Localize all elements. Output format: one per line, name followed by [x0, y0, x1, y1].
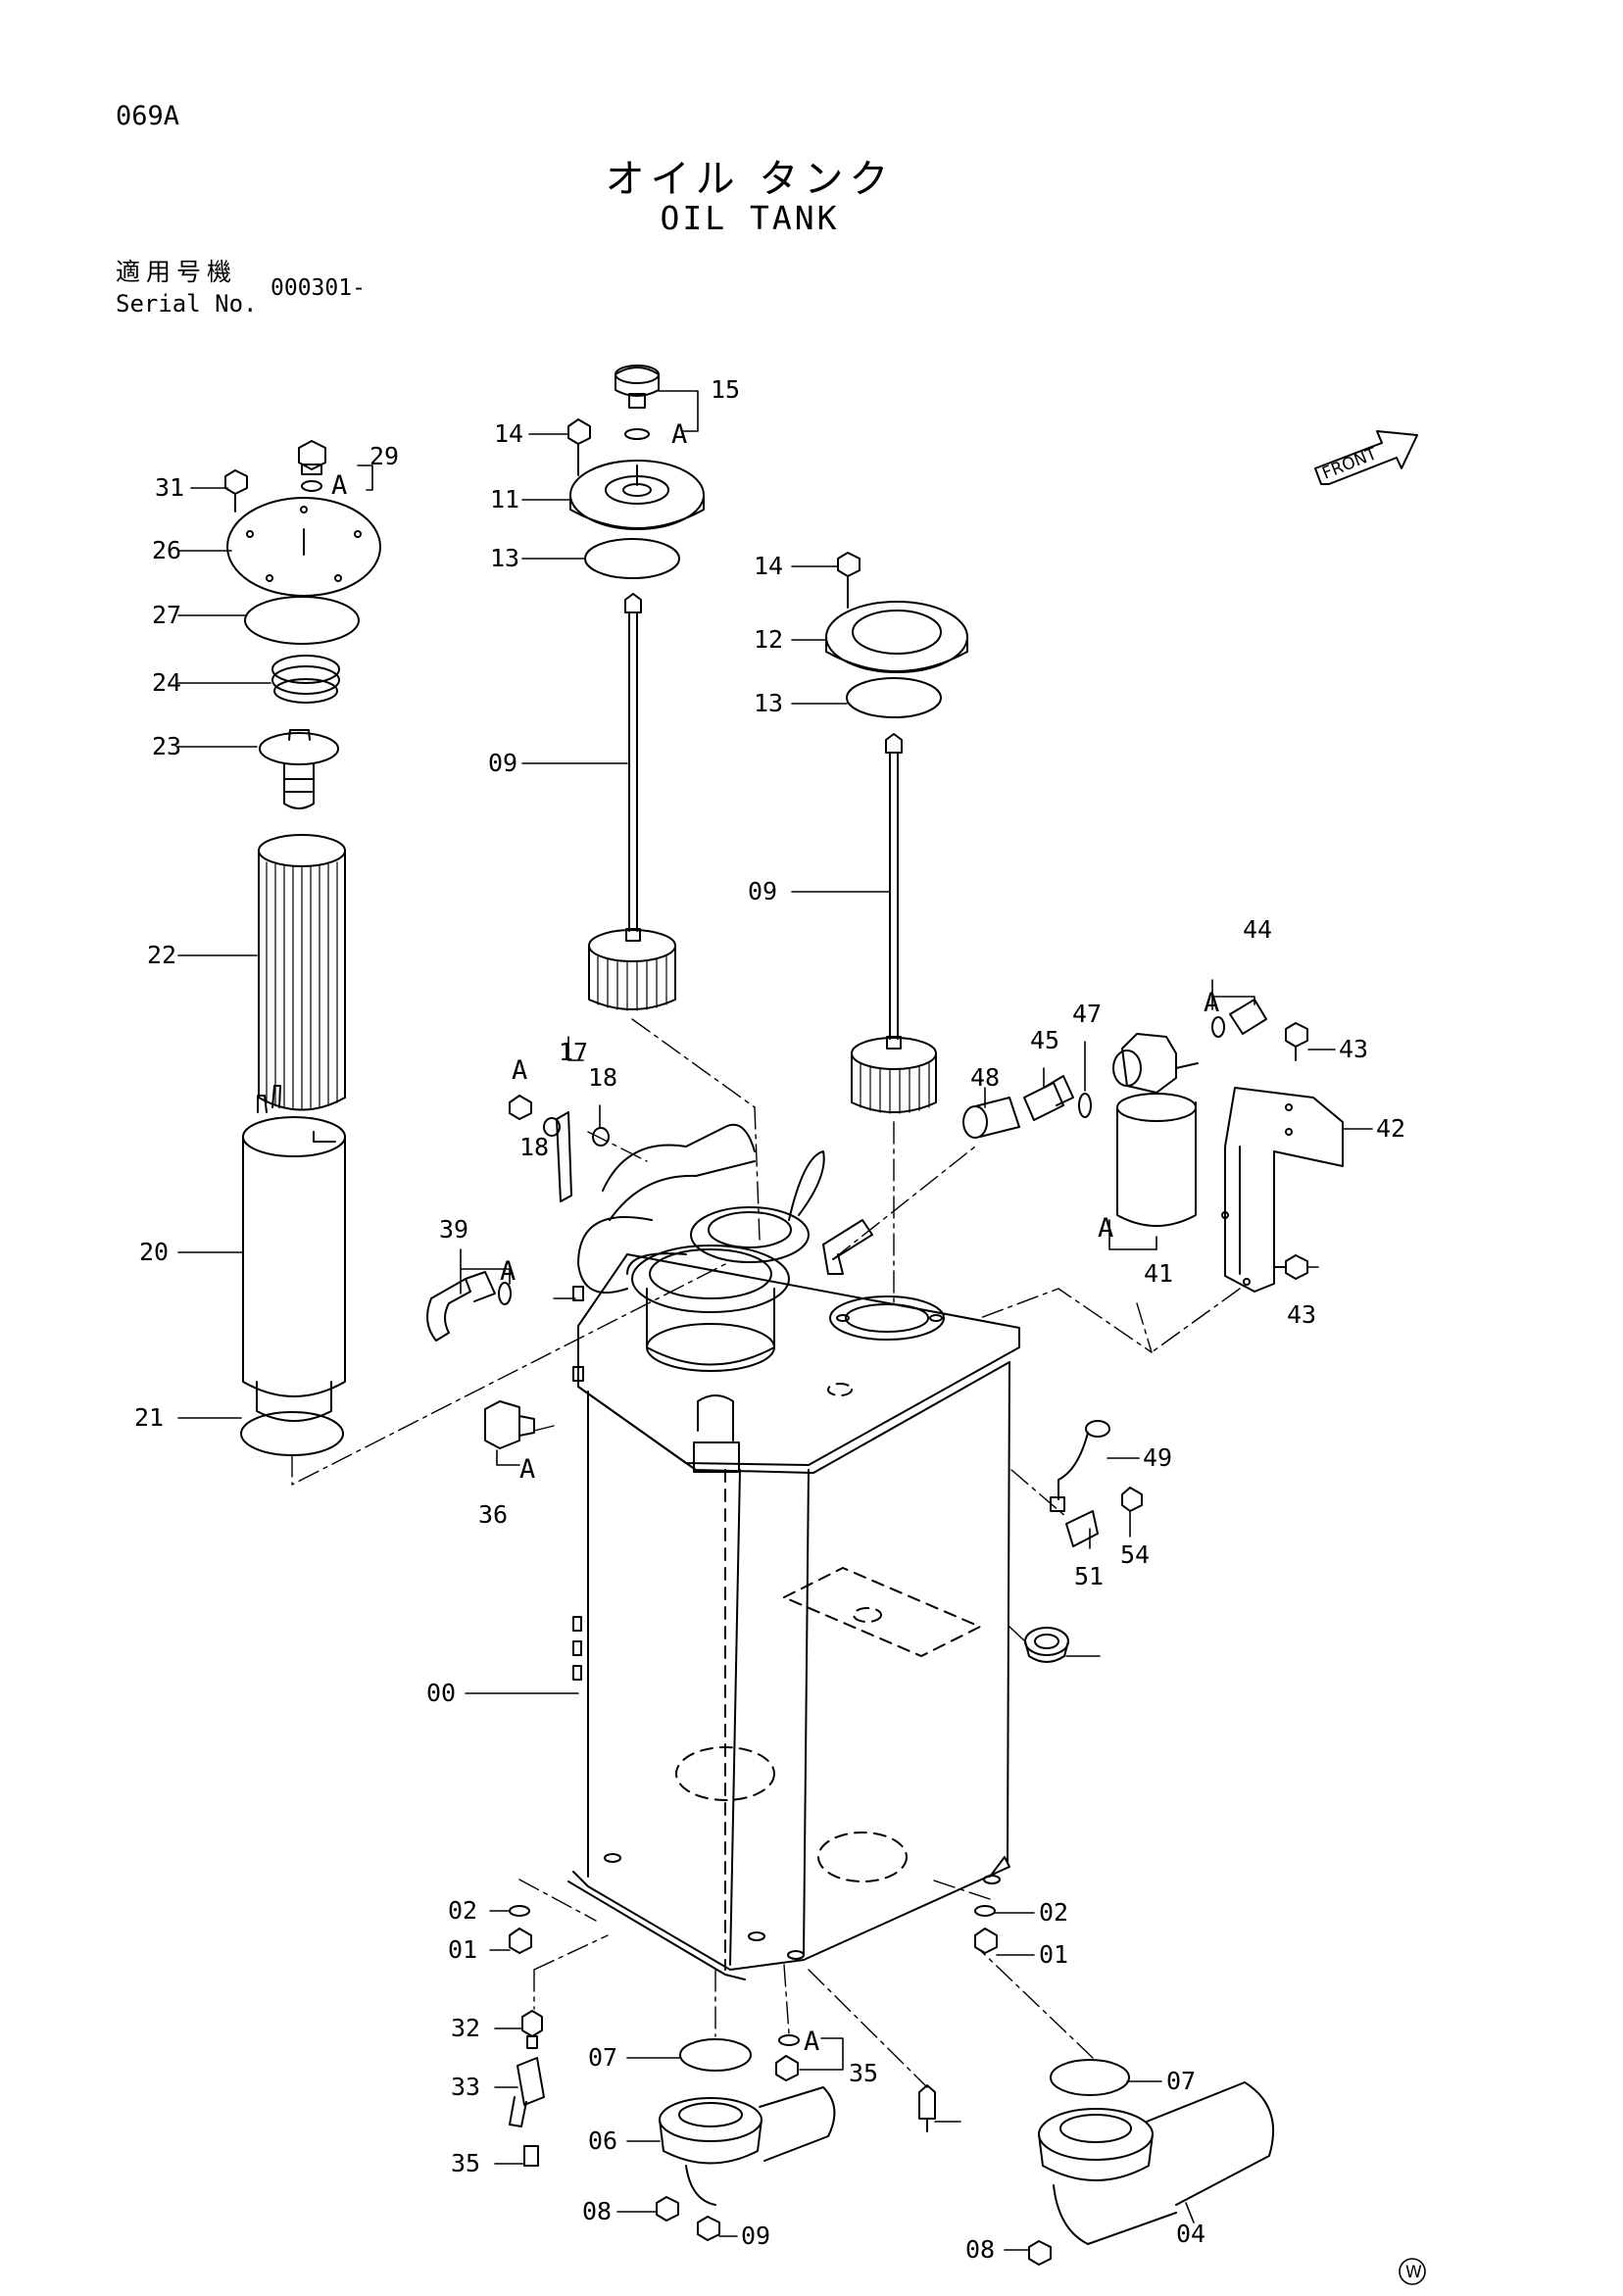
callout-ref-a: A: [671, 419, 687, 450]
sensor-and-cap-parts: [1024, 1420, 1143, 1663]
front-arrow-label: FRONT: [1319, 444, 1380, 484]
corner-mark-letter: W: [1405, 2263, 1422, 2282]
callout-17: 17: [559, 1038, 588, 1066]
return-filter-stack: [224, 440, 381, 1456]
callout-21: 21: [134, 1403, 164, 1432]
callout-13b: 13: [754, 689, 783, 717]
callout-39: 41: [1144, 1259, 1173, 1288]
callout-32: 33: [451, 2073, 480, 2101]
callout-43: 45: [1030, 1026, 1059, 1054]
callout-12: 12: [754, 625, 783, 654]
callout-00: 00: [426, 1679, 456, 1707]
callout-04: 04: [1176, 2220, 1205, 2248]
callout-07a: 08: [582, 2197, 612, 2225]
serial-label-english: Serial No.: [116, 290, 258, 318]
callout-26: 26: [152, 536, 181, 564]
callout-08: 09: [741, 2222, 770, 2250]
callout-49: 54: [1120, 1540, 1150, 1569]
callout-ref-a: A: [804, 2027, 819, 2057]
callout-40: 42: [1376, 1114, 1405, 1143]
callout-20: 20: [139, 1238, 169, 1266]
callout-ref-a: A: [1204, 988, 1219, 1018]
callout-41b: 43: [1287, 1300, 1316, 1329]
callout-ref-a: A: [331, 470, 347, 501]
callout-ref-a: A: [500, 1256, 516, 1287]
level-gauge-left: [567, 365, 705, 1011]
callout-42: 44: [1243, 915, 1272, 944]
callout-24: 24: [152, 668, 181, 697]
center-lines: [291, 1018, 1241, 2088]
callout-36: 36: [478, 1500, 508, 1529]
callout-35: 35: [849, 2059, 878, 2087]
serial-label-japanese: 適用号機: [116, 258, 238, 286]
front-arrow: FRONT: [1314, 430, 1418, 485]
callout-ref-a: A: [519, 1454, 535, 1485]
strainer-assembly: [962, 999, 1344, 1293]
callout-37: 39: [439, 1215, 468, 1244]
callout-ref-a: A: [1098, 1213, 1113, 1244]
callout-14b: 14: [754, 552, 783, 580]
callout-06a: 07: [588, 2043, 617, 2072]
callout-ref-a: A: [512, 1055, 527, 1086]
callout-15: 15: [711, 375, 740, 404]
callout-27: 27: [152, 601, 181, 629]
callout-06b: 07: [1166, 2067, 1196, 2095]
callout-14a: 14: [494, 419, 523, 448]
callout-23: 23: [152, 732, 181, 760]
corner-mark: W: [1399, 2258, 1426, 2285]
callout-47: 49: [1143, 1443, 1172, 1472]
callout-45: 48: [970, 1063, 1000, 1092]
callout-01b: 01: [1039, 1940, 1068, 1969]
callout-41a: 43: [1339, 1035, 1368, 1063]
callout-44: 47: [1072, 1000, 1102, 1028]
callout-11: 11: [490, 485, 519, 513]
callout-48: 51: [1074, 1562, 1104, 1590]
callout-22: 22: [147, 941, 176, 969]
callout-18b: 18: [519, 1133, 549, 1161]
callout-01a: 01: [448, 1935, 477, 1964]
suction-pipe-assembly: [572, 1123, 945, 1382]
callout-02b: 02: [1039, 1898, 1068, 1927]
callout-31: 32: [451, 2014, 480, 2042]
callout-09b: 09: [748, 877, 777, 905]
callout-28: 29: [369, 442, 399, 470]
callouts: 31 29 A 26 27 24 23 22 20 21 14 15 A 11 …: [134, 375, 1405, 2264]
serial-number-value: 000301-: [270, 275, 366, 301]
side-fittings: [426, 1095, 610, 1449]
callout-02a: 02: [448, 1896, 477, 1925]
callout-29: 31: [155, 473, 184, 502]
title-english: OIL TANK: [660, 199, 840, 237]
callout-18a: 18: [588, 1063, 617, 1092]
level-gauge-right: [825, 552, 968, 1114]
callout-07b: 08: [965, 2235, 995, 2264]
drain-parts: [509, 1905, 1275, 2266]
callout-33: 35: [451, 2149, 480, 2177]
oil-tank-body: [567, 1253, 1020, 1980]
page-code: 069A: [116, 101, 180, 131]
title-japanese: オイル タンク: [605, 157, 895, 202]
callout-13a: 13: [490, 544, 519, 572]
leader-lines: [177, 390, 1373, 2251]
callout-09a: 09: [488, 749, 517, 777]
callout-05: 06: [588, 2126, 617, 2155]
